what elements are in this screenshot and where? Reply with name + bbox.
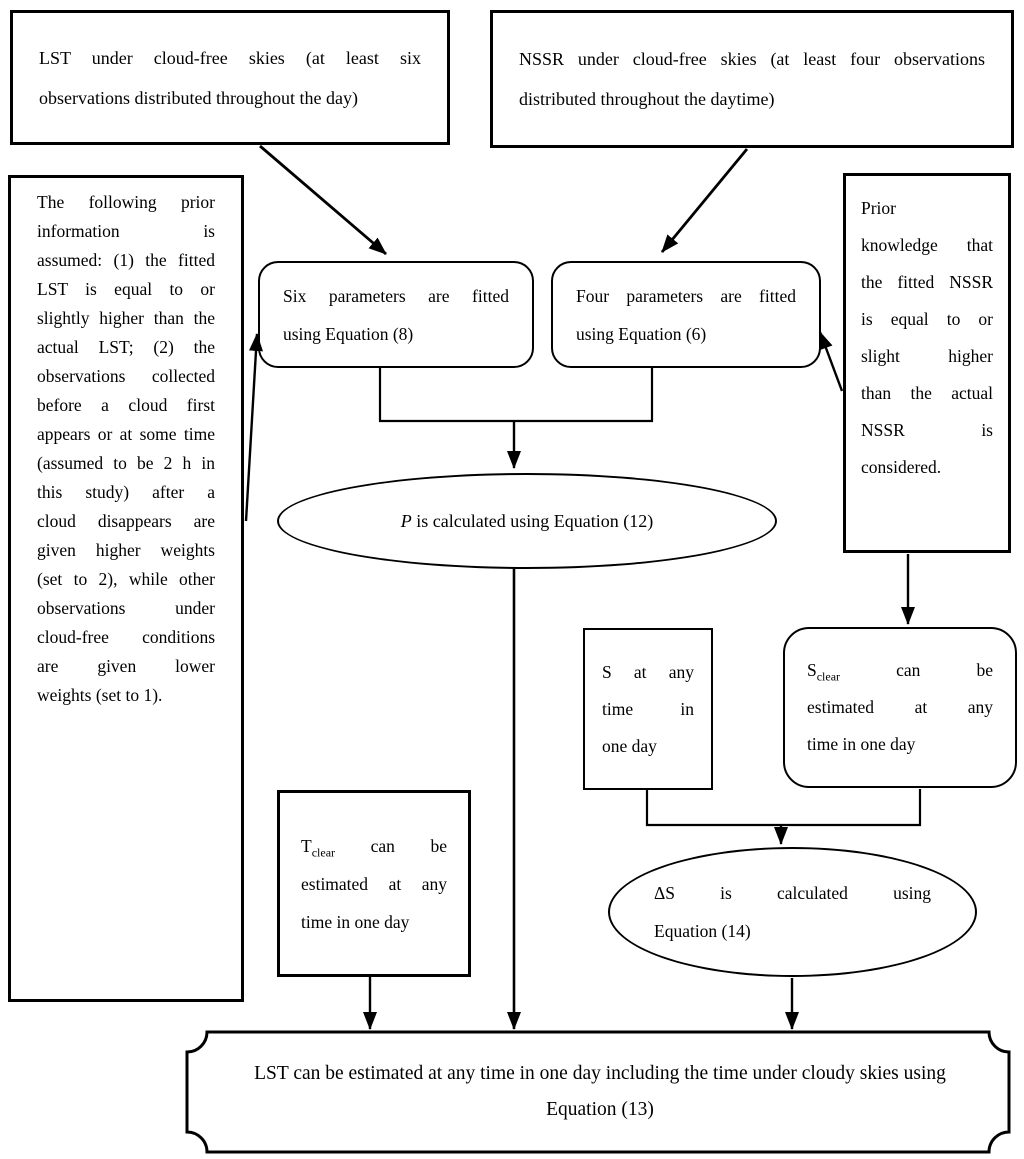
node-p-calculated-text: P is calculated using Equation (12): [279, 509, 775, 533]
node-lst-output: LST can be estimated at any time in one …: [205, 1038, 995, 1146]
node-lst-input-text: LST under cloud-free skies (at least six…: [13, 38, 447, 118]
text-line: knowledge that: [861, 235, 993, 255]
text-line: time in one day: [807, 734, 916, 754]
text-line: the fitted NSSR: [861, 272, 993, 292]
text-line: The following prior: [37, 192, 215, 212]
text-line: using Equation (6): [576, 323, 707, 344]
text-line: observations collected: [37, 366, 215, 386]
text-line: ΔS is calculated using: [654, 883, 931, 903]
text-line: this study) after a: [37, 482, 215, 502]
node-p-calculated: P is calculated using Equation (12): [277, 473, 777, 569]
text-line: observations under: [37, 598, 215, 618]
text-line: Prior: [861, 198, 896, 218]
text-line: information is: [37, 221, 215, 241]
text-line: time in one day: [301, 911, 410, 932]
text-line: Equation (14): [654, 921, 751, 941]
node-four-parameters-text: Four parameters are fitted using Equation…: [553, 277, 819, 353]
text-line: (assumed to be 2 h in: [37, 453, 215, 473]
text-line: LST can be estimated at any time in one …: [254, 1063, 946, 1084]
text-line: NSSR is: [861, 420, 993, 440]
node-six-parameters-text: Six parameters are fitted using Equation …: [260, 277, 532, 353]
node-tclear-estimated-text: Tclear can be estimated at any time in one…: [280, 827, 468, 941]
arrow-prior-lst-to-six-params: [244, 333, 263, 522]
text-line: slight higher: [861, 346, 993, 366]
node-lst-output-text: LST can be estimated at any time in one …: [205, 1056, 995, 1128]
text-line: distributed throughout the daytime): [519, 89, 775, 109]
node-lst-input: LST under cloud-free skies (at least six…: [10, 10, 450, 145]
text-line: weights (set to 1).: [37, 685, 163, 705]
text-line: cloud-free conditions: [37, 627, 215, 647]
node-nssr-input: NSSR under cloud-free skies (at least fo…: [490, 10, 1014, 148]
node-prior-lst-text: The following prior information is assumed…: [11, 178, 241, 710]
node-nssr-input-text: NSSR under cloud-free skies (at least fo…: [493, 39, 1011, 119]
text-line: actual LST; (2) the: [37, 337, 215, 357]
text-line: Equation (13): [546, 1099, 654, 1120]
text-line: observations distributed throughout the …: [39, 87, 358, 108]
arrow-lst-to-six-params: [259, 144, 387, 256]
text-line: one day: [602, 735, 657, 756]
text-line: estimated at any: [301, 873, 447, 894]
text-line: cloud disappears are: [37, 511, 215, 531]
node-four-parameters: Four parameters are fitted using Equation…: [551, 261, 821, 368]
text-line: than the actual: [861, 383, 993, 403]
node-s-any-time-text: S at any time in one day: [585, 654, 711, 765]
node-six-parameters: Six parameters are fitted using Equation …: [258, 261, 534, 368]
node-prior-lst-assumptions: The following prior information is assumed…: [8, 175, 244, 1002]
text-line: S at any: [602, 661, 694, 682]
text-line: before a cloud first: [37, 395, 215, 415]
connector-s-merge: [645, 789, 922, 827]
text-line: Four parameters are fitted: [576, 285, 796, 306]
text-line: Six parameters are fitted: [283, 285, 509, 306]
text-line: Tclear can be: [301, 835, 447, 859]
text-line: assumed: (1) the fitted: [37, 250, 215, 270]
node-prior-nssr-knowledge: Prior knowledge that the fitted NSSR is equ…: [843, 173, 1011, 553]
text-line: using Equation (8): [283, 323, 414, 344]
text-line: are given lower: [37, 656, 215, 676]
text-line: (set to 2), while other: [37, 569, 215, 589]
text-line: considered.: [861, 457, 942, 477]
node-sclear-estimated: Sclear can be estimated at any time in one…: [783, 627, 1017, 788]
node-sclear-estimated-text: Sclear can be estimated at any time in one…: [785, 652, 1015, 763]
text-line: NSSR under cloud-free skies (at least fo…: [519, 49, 985, 69]
node-tclear-estimated: Tclear can be estimated at any time in one…: [277, 790, 471, 977]
text-line: slightly higher than the: [37, 308, 215, 328]
text-line: time in: [602, 698, 694, 719]
text-line: given higher weights: [37, 540, 215, 560]
connector-params-merge: [378, 368, 654, 423]
text-line: P is calculated using Equation (12): [400, 511, 654, 531]
arrow-prior-nssr-to-four-params: [818, 331, 844, 392]
node-s-any-time: S at any time in one day: [583, 628, 713, 790]
text-line: Sclear can be: [807, 660, 993, 684]
node-prior-nssr-text: Prior knowledge that the fitted NSSR is equ…: [846, 176, 1008, 486]
text-line: appears or at some time: [37, 424, 215, 444]
text-line: estimated at any: [807, 697, 993, 717]
text-line: is equal to or: [861, 309, 993, 329]
text-line: LST under cloud-free skies (at least six: [39, 47, 421, 68]
arrow-nssr-to-four-params: [660, 148, 749, 253]
text-line: LST is equal to or: [37, 279, 215, 299]
